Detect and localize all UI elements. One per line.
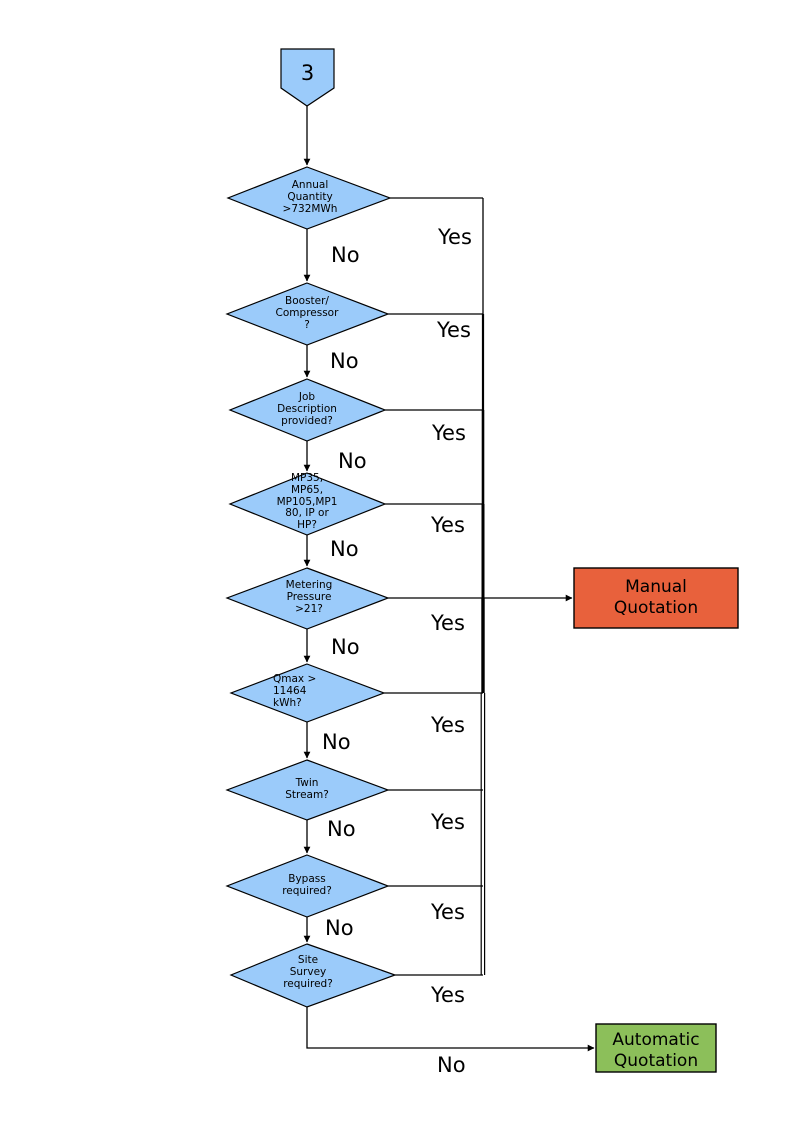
- edge-label-no-annual-quantity: No: [331, 243, 360, 267]
- decision-shape-job-description: [228, 378, 387, 442]
- edge-label-yes-annual-quantity: Yes: [438, 225, 472, 249]
- edge-label-no-bypass: No: [325, 916, 354, 940]
- decision-shape-annual-quantity: [226, 166, 392, 230]
- start-connector-shape: [280, 48, 335, 107]
- edge-label-no-booster-compressor: No: [330, 349, 359, 373]
- edge-label-yes-site-survey: Yes: [431, 983, 465, 1007]
- edge-no-site-survey-to-automatic: [306, 1007, 595, 1052]
- edge-label-yes-booster-compressor: Yes: [437, 318, 471, 342]
- decision-shape-site-survey: [229, 943, 397, 1008]
- edge-label-yes-metering-pressure: Yes: [431, 611, 465, 635]
- edge-label-yes-bypass: Yes: [431, 900, 465, 924]
- decision-shape-meter-type: [228, 472, 387, 536]
- decision-shape-bypass: [225, 854, 390, 918]
- decision-shape-metering-pressure: [225, 567, 390, 630]
- decision-shape-booster-compressor: [225, 282, 390, 346]
- edge-label-yes-meter-type: Yes: [431, 513, 465, 537]
- edge-label-no-twin-stream: No: [327, 817, 356, 841]
- terminal-shape-manual: [573, 567, 739, 629]
- edge-label-no-job-description: No: [338, 449, 367, 473]
- edge-label-no-qmax: No: [322, 730, 351, 754]
- terminal-shape-automatic: [595, 1023, 717, 1073]
- decision-shape-qmax: [229, 663, 386, 723]
- decision-shape-twin-stream: [225, 759, 390, 821]
- edge-label-yes-twin-stream: Yes: [431, 810, 465, 834]
- edge-label-yes-qmax: Yes: [431, 713, 465, 737]
- edge-label-no-metering-pressure: No: [331, 635, 360, 659]
- edge-label-yes-job-description: Yes: [432, 421, 466, 445]
- edge-label-no-meter-type: No: [330, 537, 359, 561]
- edge-label-no-site-survey: No: [437, 1053, 466, 1077]
